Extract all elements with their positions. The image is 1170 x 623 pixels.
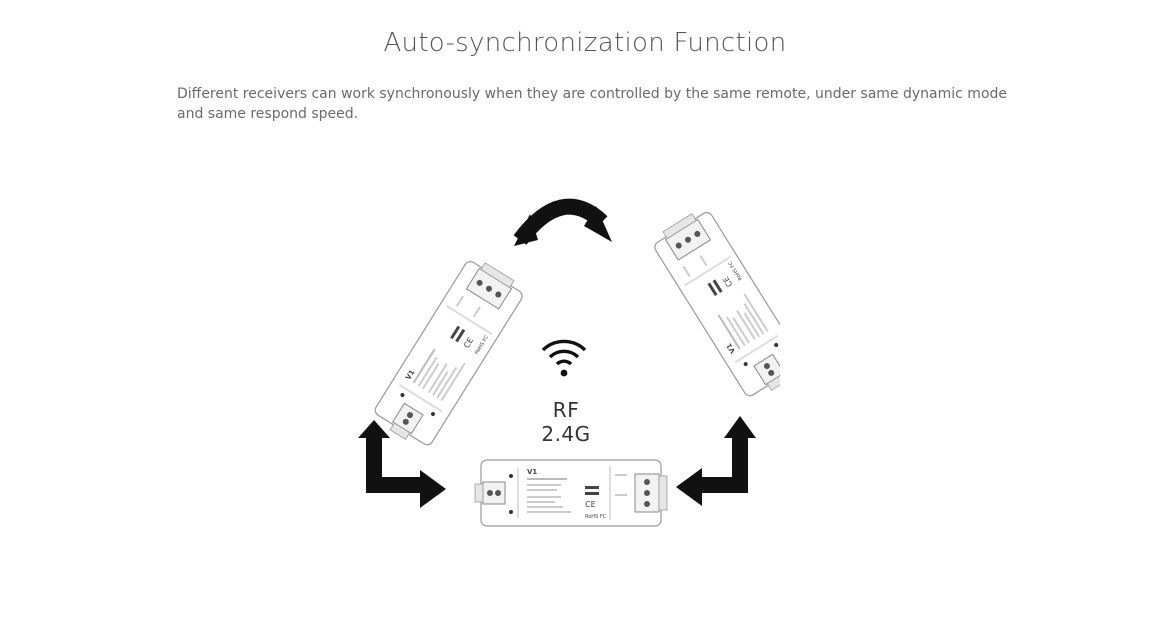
corner-arrow-left-icon	[358, 420, 446, 508]
receiver-left	[369, 253, 529, 453]
page-title: Auto-synchronization Function	[383, 28, 787, 58]
corner-arrow-right-icon	[676, 416, 756, 506]
wifi-icon	[541, 339, 587, 377]
sync-diagram: V1 CE RoHS FC	[340, 180, 808, 540]
page-description: Different receivers can work synchronous…	[177, 86, 1008, 122]
receiver-bottom	[474, 459, 668, 527]
double-arrow-icon	[513, 198, 612, 246]
diagram-graphic: V1 CE RoHS FC	[358, 198, 808, 527]
rf-label: RF 2.4G	[541, 398, 591, 446]
receiver-right	[648, 204, 808, 404]
